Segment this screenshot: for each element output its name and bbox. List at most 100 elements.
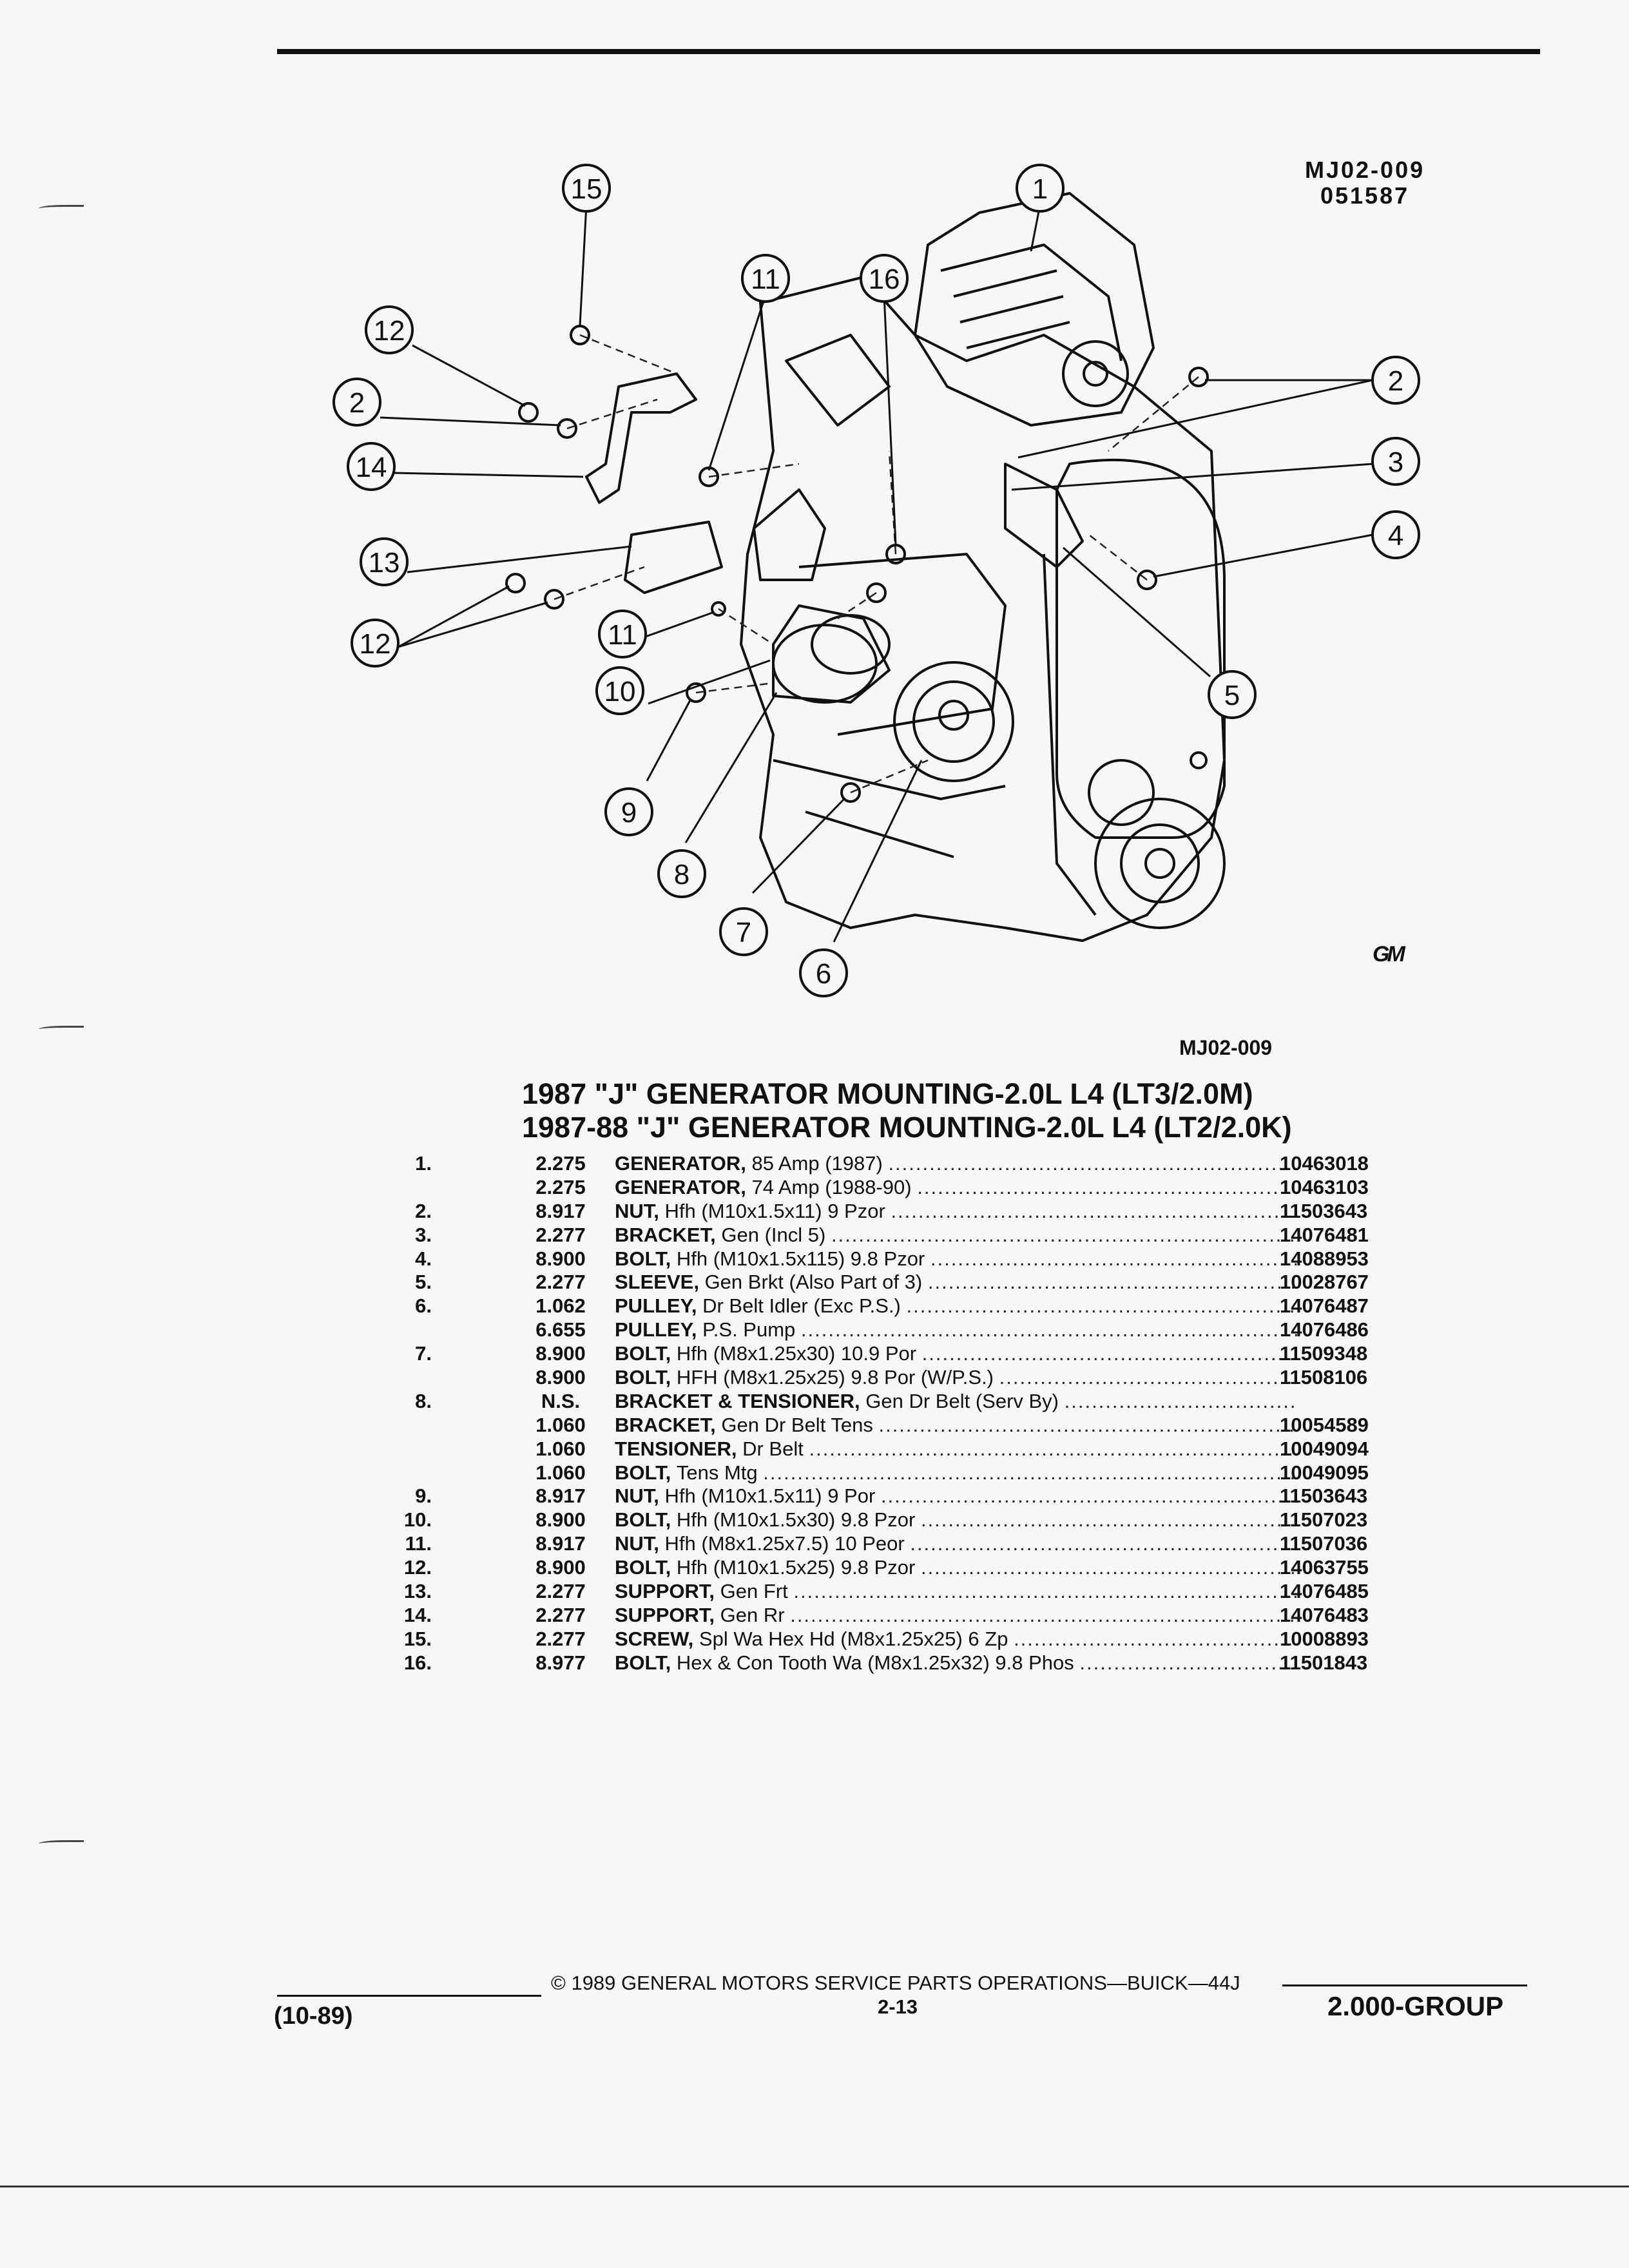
part-index: 14.: [403, 1603, 432, 1626]
leader-dots: ........................................…: [1079, 1651, 1298, 1674]
callout-2: 2: [1388, 365, 1403, 397]
part-name: BOLT,: [615, 1556, 671, 1579]
part-detail: Hfh (M10x1.5x30) 9.8 Pzor: [676, 1508, 916, 1532]
part-description: BOLT, Hfh (M10x1.5x115) 9.8 Pzor .......…: [615, 1247, 1298, 1271]
leader-dots: ........................................…: [800, 1318, 1298, 1341]
part-name: BOLT,: [615, 1461, 671, 1484]
part-name: BOLT,: [615, 1651, 671, 1674]
part-name: TENSIONER,: [615, 1437, 737, 1460]
gm-logo: GM: [1373, 942, 1405, 966]
callout-13: 13: [369, 547, 400, 579]
part-name: BRACKET & TENSIONER,: [615, 1389, 860, 1412]
part-index: 5.: [415, 1271, 432, 1294]
leader-dots: ........................................…: [891, 1199, 1298, 1222]
part-description: NUT, Hfh (M10x1.5x11) 9 Por ............…: [615, 1485, 1298, 1508]
part-group: 8.917: [535, 1532, 586, 1555]
callout-10: 10: [604, 676, 636, 707]
part-detail: Gen Frt: [720, 1580, 788, 1603]
callout-7: 7: [736, 917, 751, 948]
part-index: 7.: [415, 1342, 432, 1365]
part-row: 6.655 PULLEY, P.S. Pump .................…: [380, 1318, 1450, 1342]
callout-11: 11: [608, 619, 637, 651]
part-number: 14076483: [1280, 1603, 1369, 1626]
part-group: 8.977: [535, 1651, 586, 1674]
illustration-caption: MJ02-009: [1179, 1036, 1273, 1059]
binder-mark: [39, 1026, 84, 1032]
part-index: 11.: [405, 1532, 432, 1555]
leader-dots: ........................................…: [831, 1223, 1298, 1246]
part-name: PULLEY,: [615, 1294, 697, 1318]
part-detail: Gen Brkt (Also Part of 3): [704, 1271, 923, 1294]
callout-4: 4: [1388, 520, 1403, 552]
part-index: 6.: [415, 1294, 432, 1318]
part-description: BRACKET & TENSIONER, Gen Dr Belt (Serv B…: [615, 1390, 1298, 1413]
callout-11: 11: [751, 264, 780, 295]
group-number: 2.000-GROUP: [1327, 1991, 1504, 2021]
leader-dots: ........................................…: [888, 1152, 1298, 1175]
part-detail: Hfh (M10x1.5x25) 9.8 Pzor: [676, 1556, 916, 1579]
callout-12: 12: [360, 628, 391, 660]
parts-list: 1. 2.275 GENERATOR, 85 Amp (1987) ........…: [380, 1152, 1450, 1675]
part-name: GENERATOR,: [615, 1175, 746, 1198]
part-index: 1.: [415, 1152, 432, 1175]
part-description: BOLT, Hex & Con Tooth Wa (M8x1.25x32) 9.…: [615, 1651, 1298, 1675]
part-group: 1.060: [535, 1437, 586, 1460]
part-name: BRACKET,: [615, 1413, 716, 1436]
part-index: 16.: [403, 1651, 432, 1674]
part-group: 2.277: [535, 1580, 586, 1603]
part-group: N.S.: [541, 1389, 581, 1412]
leader-dots: ........................................…: [763, 1461, 1298, 1484]
part-detail: Hfh (M10x1.5x11) 9 Pzor: [664, 1199, 885, 1222]
part-description: GENERATOR, 74 Amp (1988-90) ............…: [615, 1176, 1298, 1199]
part-number: 14063755: [1280, 1556, 1369, 1579]
part-index: 12.: [403, 1556, 432, 1579]
part-detail: Hfh (M10x1.5x11) 9 Por: [664, 1485, 876, 1508]
part-detail: 85 Amp (1987): [751, 1152, 883, 1175]
part-number: 11509348: [1280, 1342, 1368, 1365]
part-row: 16. 8.977 BOLT, Hex & Con Tooth Wa (M8x1.2…: [380, 1651, 1450, 1675]
part-index: 13.: [403, 1580, 432, 1603]
part-number: 14076485: [1280, 1580, 1369, 1603]
leader-dots: ........................................…: [793, 1580, 1298, 1603]
leader-dots: ........................................…: [880, 1485, 1298, 1508]
part-name: NUT,: [615, 1532, 659, 1555]
part-number: 11507036: [1280, 1532, 1368, 1555]
part-description: PULLEY, Dr Belt Idler (Exc P.S.) .......…: [615, 1294, 1298, 1318]
part-number: 10049095: [1280, 1461, 1369, 1484]
part-description: GENERATOR, 85 Amp (1987) ...............…: [615, 1152, 1298, 1175]
part-group: 2.275: [535, 1175, 586, 1198]
part-description: BOLT, Hfh (M10x1.5x30) 9.8 Pzor ........…: [615, 1508, 1298, 1532]
leader-dots: ........................................…: [878, 1413, 1298, 1436]
part-group: 8.900: [535, 1508, 586, 1532]
part-detail: Gen (Incl 5): [721, 1223, 826, 1246]
part-row: 8.N.S.BRACKET & TENSIONER, Gen Dr Belt (…: [380, 1390, 1450, 1414]
part-group: 6.655: [535, 1318, 586, 1341]
part-group: 8.900: [535, 1556, 586, 1579]
part-group: 8.917: [535, 1199, 586, 1222]
leader-dots: ........................................…: [920, 1556, 1298, 1579]
leader-dots: ........................................…: [921, 1342, 1298, 1365]
part-group: 2.277: [535, 1603, 586, 1626]
part-name: NUT,: [615, 1485, 659, 1508]
part-description: PULLEY, P.S. Pump ......................…: [615, 1318, 1298, 1341]
exploded-view-diagram: 15 1 11 16 12 2 14 13 12 11 10 9 8 7 6 5…: [333, 164, 1420, 997]
callout-2: 2: [349, 387, 365, 419]
part-group: 8.917: [535, 1485, 586, 1508]
callout-labels: 15 1 11 16 12 2 14 13 12 11 10 9 8 7 6 5…: [349, 173, 1403, 990]
leader-dots: ........................................…: [920, 1508, 1298, 1532]
part-group: 1.060: [535, 1461, 586, 1484]
part-name: SCREW,: [615, 1627, 694, 1650]
part-description: BOLT, Hfh (M10x1.5x25) 9.8 Pzor ........…: [615, 1556, 1298, 1579]
part-number: 10028767: [1280, 1271, 1369, 1294]
top-rule: [277, 49, 1540, 54]
part-number: 14076481: [1280, 1223, 1369, 1246]
part-number: 14076487: [1280, 1294, 1369, 1318]
part-name: NUT,: [615, 1199, 659, 1222]
